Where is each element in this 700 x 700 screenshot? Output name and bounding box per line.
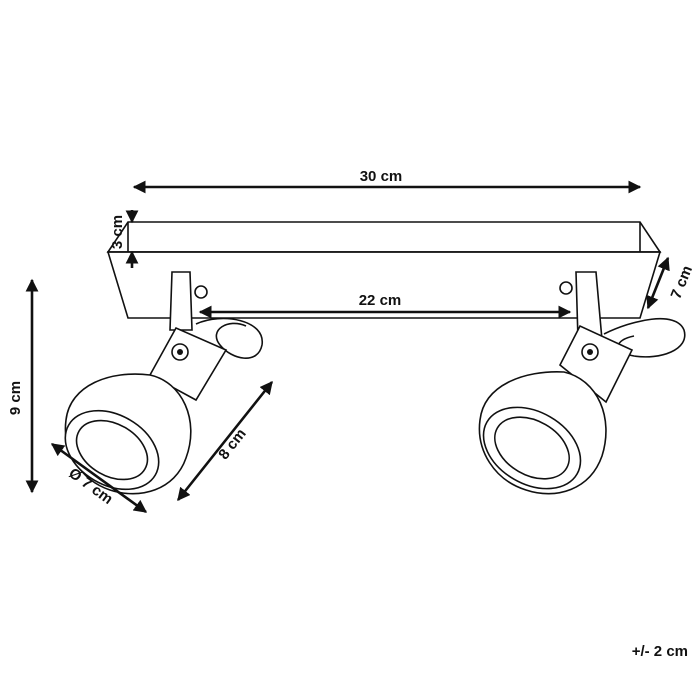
dimension-lines [25,180,670,514]
ceiling-base-plate [106,221,662,319]
right-bracket-screw [559,281,573,295]
left-bracket-screw [194,285,208,299]
base-depth-label: 7 cm [668,263,697,301]
overall-height-label: 9 cm [7,381,24,415]
base-height-label: 3 cm [109,215,126,249]
shade-length-label: 8 cm [215,426,249,463]
total-width-label: 30 cm [360,168,403,185]
diameter-dimension-line [50,442,148,514]
tolerance-note: +/- 2 cm [631,643,688,660]
depth-dimension-line [646,256,670,310]
right-shade-lens [494,416,570,480]
spot-spacing-label: 22 cm [359,292,402,309]
left-coiled-cable [195,317,263,359]
left-bracket [169,271,193,331]
right-spotlight [478,271,686,495]
shade-length-dimension-line [176,380,274,502]
